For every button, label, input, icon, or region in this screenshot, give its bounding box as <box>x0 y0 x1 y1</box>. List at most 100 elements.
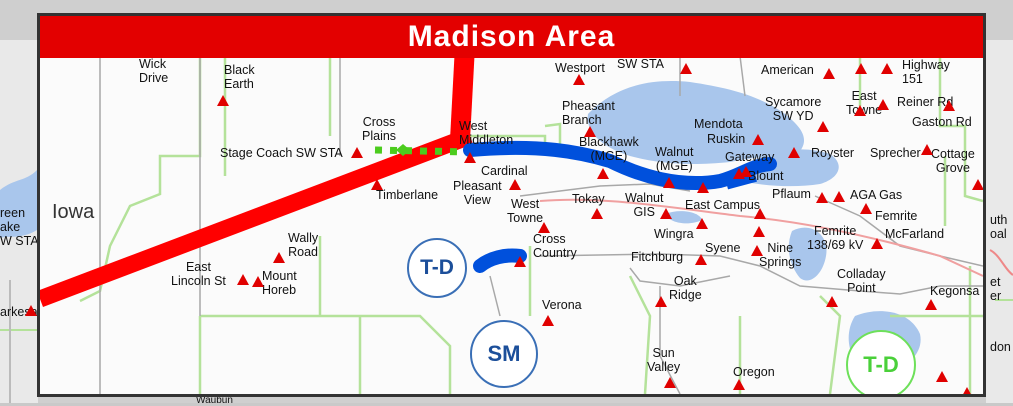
station-marker-femrite-138 <box>753 226 765 237</box>
station-label-wingra: Wingra <box>654 227 694 241</box>
station-marker-west-middleton <box>464 152 476 163</box>
badge-td-green: T-D <box>846 330 916 394</box>
station-marker-sw-sta <box>680 63 692 74</box>
station-label-cardinal: Cardinal <box>481 164 528 178</box>
station-marker-mount-horeb <box>252 276 264 287</box>
station-marker-timberlane <box>371 179 383 190</box>
station-label-westport: Westport <box>555 61 605 75</box>
state-label-iowa: Iowa <box>52 201 95 223</box>
station-marker-aga-gas <box>833 191 845 202</box>
station-marker-wingra <box>696 218 708 229</box>
station-label-walnut-mge: Walnut(MGE) <box>655 145 694 173</box>
station-label-blount: Blount <box>748 169 784 183</box>
station-label-gateway: Gateway <box>725 150 775 164</box>
station-marker-kegonsa <box>925 299 937 310</box>
station-marker-gaston-rd <box>943 100 955 111</box>
station-marker-reiner-rd <box>877 99 889 110</box>
station-label-mendota: Mendota <box>694 117 743 131</box>
station-label-mcfarland: McFarland <box>885 227 945 241</box>
station-marker-nine-springs <box>751 245 763 256</box>
station-label-tokay: Tokay <box>572 192 605 206</box>
station-marker-cardinal <box>509 179 521 190</box>
station-marker-walnut-mge <box>663 177 675 188</box>
station-marker-bottom-right <box>961 387 973 394</box>
station-marker-southeast <box>936 371 948 382</box>
station-marker-east-campus-2 <box>754 208 766 219</box>
station-marker-sycamore <box>817 121 829 132</box>
station-marker-mcfarland <box>871 238 883 249</box>
station-label-kegonsa: Kegonsa <box>930 284 980 298</box>
station-marker-blackhawk <box>597 168 609 179</box>
station-label-reiner-rd: Reiner Rd <box>897 95 954 109</box>
map-title: Madison Area <box>40 16 983 58</box>
station-label-syene: Syene <box>705 241 741 255</box>
station-label-royster: Royster <box>811 146 855 160</box>
station-marker-westport <box>573 74 585 85</box>
station-marker-highway-151 <box>881 63 893 74</box>
station-label-sw-sta-top: SW STA <box>617 57 664 71</box>
lake-waubesa <box>788 227 827 281</box>
label-partial-right-don: don <box>990 340 1011 354</box>
station-marker-west-towne <box>538 222 550 233</box>
station-marker-east-campus <box>697 182 709 193</box>
station-marker-oak-ridge <box>655 296 667 307</box>
label-partial-bottom: Waubun <box>196 395 233 406</box>
station-label-american: American <box>761 63 814 77</box>
station-marker-verona <box>542 315 554 326</box>
station-marker-femrite <box>860 203 872 214</box>
station-marker-black-earth <box>217 95 229 106</box>
station-marker-pheasant-branch <box>584 126 596 137</box>
station-label-blackhawk: Blackhawk(MGE) <box>579 135 639 163</box>
station-label-verona: Verona <box>542 298 582 312</box>
station-label-timberlane: Timberlane <box>376 188 439 202</box>
station-marker-tokay <box>591 208 603 219</box>
station-marker-east-lincoln-st <box>237 274 249 285</box>
station-marker-wally-road <box>273 252 285 263</box>
station-label-fitchburg: Fitchburg <box>631 250 684 264</box>
station-marker-oregon <box>733 379 745 390</box>
lake-wingra <box>665 211 702 224</box>
station-marker-ruskin <box>752 134 764 145</box>
station-marker-american <box>823 68 835 79</box>
station-marker-gateway <box>740 166 752 177</box>
station-marker-cross-country <box>514 256 526 267</box>
station-marker-east-towne-top <box>855 63 867 74</box>
station-marker-walnut-gis <box>660 208 672 219</box>
station-marker-left-edge <box>25 305 37 316</box>
station-label-east-campus: East Campus <box>685 198 761 212</box>
station-marker-pflaum <box>816 192 828 203</box>
station-marker-sun-valley <box>664 377 676 388</box>
station-marker-cottage-grove <box>972 179 983 190</box>
station-label-aga-gas: AGA Gas <box>850 188 903 202</box>
station-marker-colladay-point <box>826 296 838 307</box>
badge-td-blue: T-D <box>407 238 467 298</box>
badge-sm: SM <box>470 320 538 388</box>
station-marker-east-towne <box>854 105 866 116</box>
station-marker-blount <box>733 168 745 179</box>
station-label-stage-coach: Stage Coach SW STA <box>220 146 343 160</box>
station-label-oregon: Oregon <box>733 365 775 379</box>
marker-diamond <box>396 144 410 156</box>
station-label-pflaum: Pflaum <box>772 187 811 201</box>
